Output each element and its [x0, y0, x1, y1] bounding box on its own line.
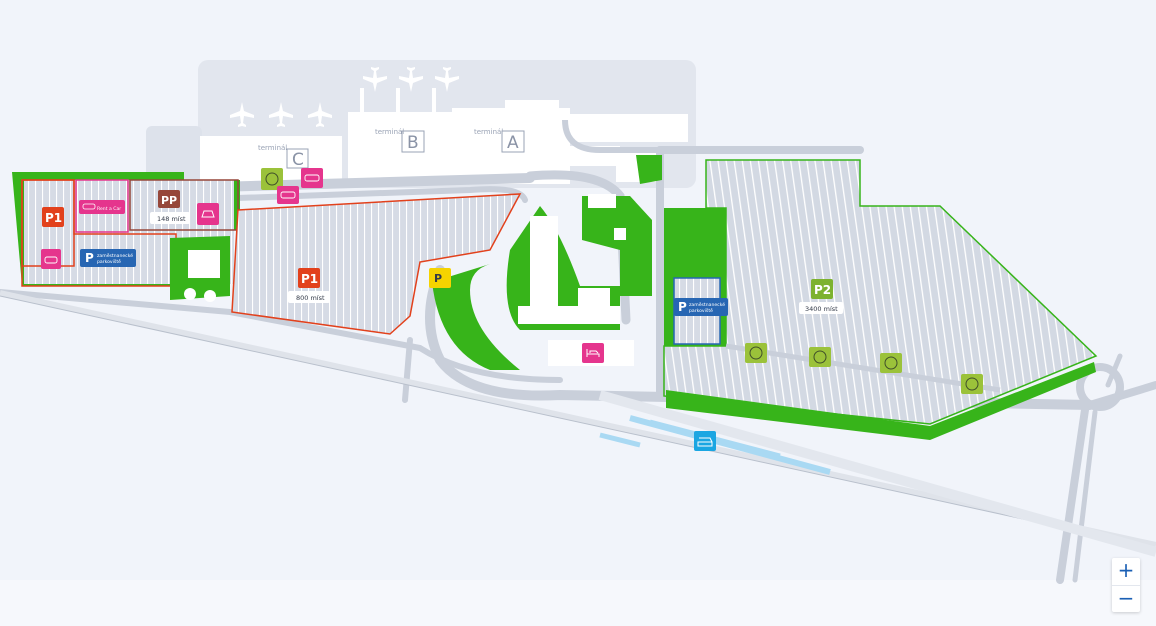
bottom-band: [0, 580, 1156, 626]
shuttle-icon: [265, 172, 279, 186]
train-icon: [697, 437, 713, 447]
bed-icon: [586, 349, 600, 357]
svg-text:zaměstnanecké: zaměstnanecké: [689, 301, 725, 308]
p2-area: [663, 159, 1098, 440]
car-icon: [82, 203, 96, 210]
van-badge[interactable]: [277, 186, 299, 204]
pp-area: [129, 179, 239, 231]
svg-text:P1: P1: [45, 211, 62, 225]
svg-text:zaměstnanecké: zaměstnanecké: [97, 252, 133, 259]
shuttle-badge-c[interactable]: [261, 168, 283, 190]
svg-text:Rent a Car: Rent a Car: [97, 206, 121, 212]
train-station-badge[interactable]: [694, 431, 716, 451]
plane-icons: [230, 67, 459, 127]
zoom-in-button[interactable]: +: [1117, 558, 1135, 582]
shuttle-icon: [965, 377, 979, 391]
svg-text:P: P: [678, 300, 687, 314]
svg-text:800 míst: 800 míst: [296, 294, 325, 302]
hotel-badge[interactable]: [582, 343, 604, 363]
svg-text:PP: PP: [161, 194, 177, 207]
taxi-badge[interactable]: [41, 249, 61, 269]
rent-a-car-badge[interactable]: Rent a Car: [79, 200, 125, 214]
p1-west-badge[interactable]: P1: [42, 207, 64, 227]
shuttle-stop-1: [745, 343, 767, 363]
zoom-control: + −: [1112, 558, 1140, 612]
svg-text:P: P: [434, 272, 442, 285]
terminal-complex: [146, 60, 700, 188]
taxi-icon: [44, 256, 58, 264]
terminal-c[interactable]: terminál C: [258, 144, 309, 170]
shuttle-stops[interactable]: [745, 343, 983, 394]
shuttle-stop-2: [809, 347, 831, 367]
car-charging-icon: [201, 210, 215, 218]
svg-text:terminál: terminál: [258, 144, 287, 152]
shuttle-stop-3: [880, 353, 902, 373]
car-icon: [304, 174, 320, 182]
ev-charging-badge[interactable]: [197, 203, 219, 225]
p1-main-badge[interactable]: P1 800 míst: [288, 268, 330, 303]
kiss-and-ride-badge[interactable]: P: [429, 268, 451, 288]
svg-text:terminál: terminál: [474, 128, 503, 136]
svg-text:parkoviště: parkoviště: [689, 307, 713, 314]
car-drop-badge[interactable]: [301, 168, 323, 188]
zoom-out-button[interactable]: −: [1112, 585, 1140, 613]
svg-text:148 míst: 148 míst: [157, 215, 186, 223]
disabled-parking-west[interactable]: P zaměstnanecké parkoviště: [80, 249, 136, 267]
terminal-a[interactable]: terminál A: [474, 128, 525, 153]
railway: [0, 290, 1156, 557]
van-icon: [280, 191, 296, 199]
shuttle-icon: [749, 346, 763, 360]
svg-text:A: A: [507, 133, 519, 153]
svg-text:terminál: terminál: [375, 128, 404, 136]
p2-badge[interactable]: P2 3400 míst: [799, 279, 843, 314]
rent-a-car-area: [75, 179, 129, 233]
svg-text:P: P: [85, 251, 94, 265]
disabled-parking-east[interactable]: P zaměstnanecké parkoviště: [674, 298, 728, 316]
svg-text:C: C: [292, 150, 304, 170]
shuttle-icon: [884, 356, 898, 370]
shuttle-stop-4: [961, 374, 983, 394]
svg-text:3400 míst: 3400 míst: [805, 305, 838, 313]
svg-text:P2: P2: [814, 283, 831, 297]
shuttle-icon: [813, 350, 827, 364]
svg-text:B: B: [407, 133, 419, 153]
terminal-b[interactable]: terminál B: [375, 128, 425, 153]
pp-badge[interactable]: PP 148 míst: [150, 190, 190, 224]
svg-text:parkoviště: parkoviště: [97, 258, 121, 265]
svg-text:P1: P1: [301, 272, 318, 286]
